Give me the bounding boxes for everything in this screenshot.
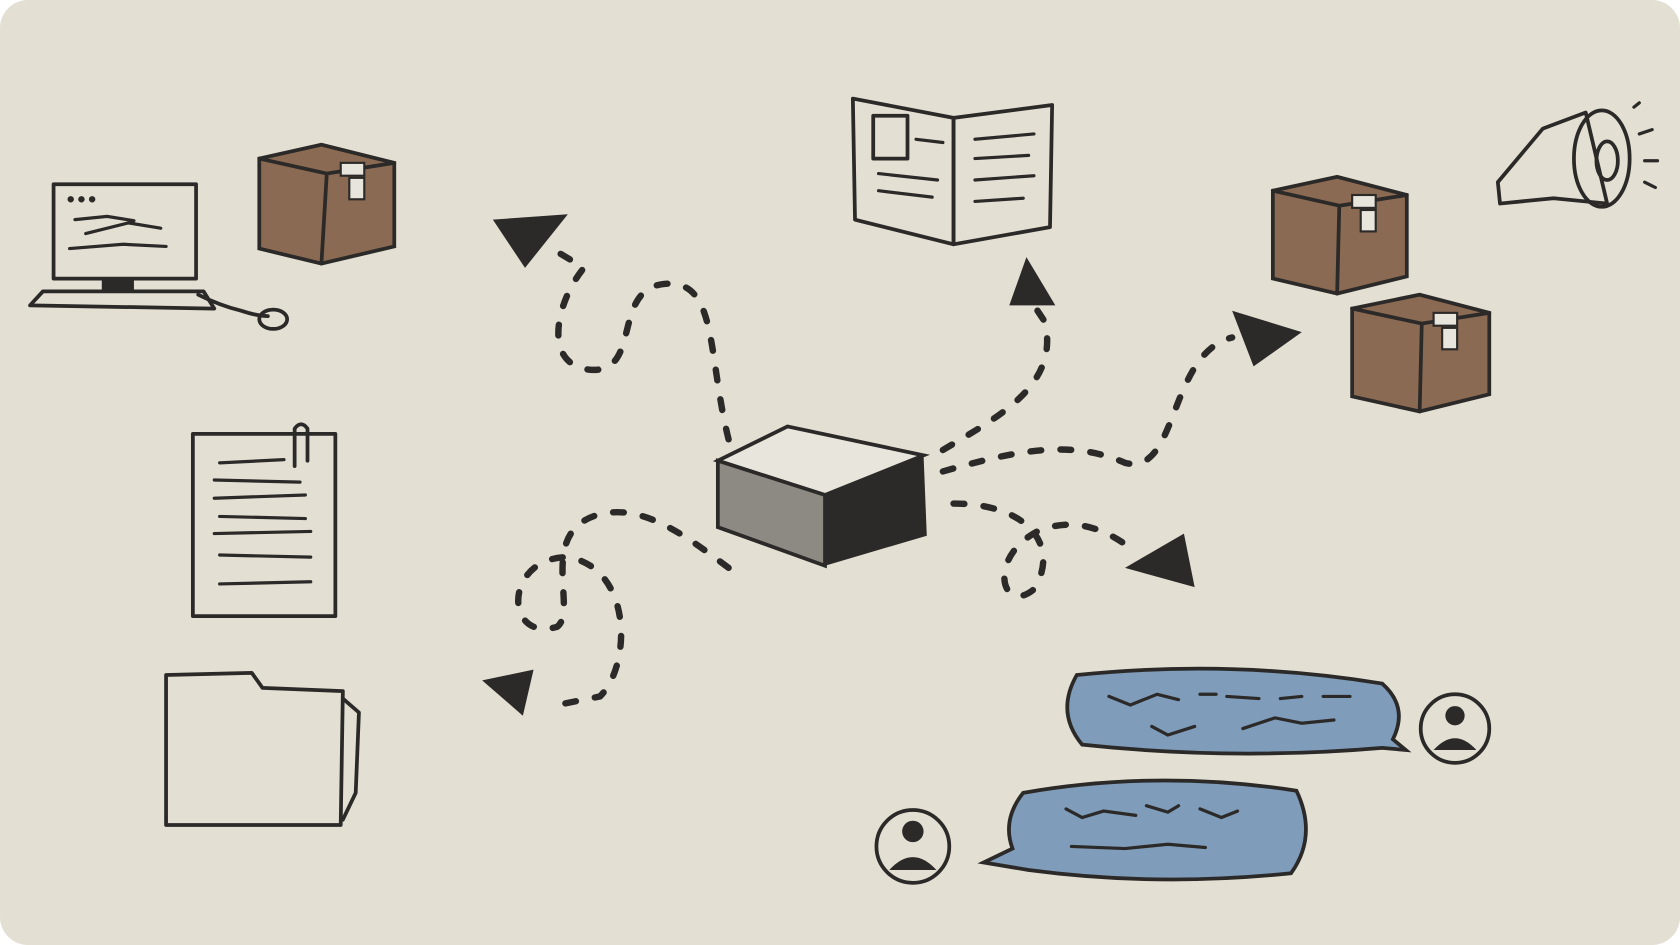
chat-bubble-icon [1065,666,1412,756]
avatar-icon [874,808,952,885]
megaphone-icon [1495,101,1660,209]
computer-icon [28,182,290,331]
arrow-icon [950,500,1195,600]
document-icon [190,422,338,618]
package-icon [1350,292,1492,414]
arrow-icon [482,509,732,716]
book-icon [850,96,1055,247]
package-icon [1270,174,1409,296]
chat-bubble-icon [977,778,1308,882]
hub-box-icon [712,424,930,569]
arrow-icon [492,214,732,443]
package-icon [257,142,397,266]
avatar-icon [1418,692,1492,765]
folder-icon [164,670,361,827]
arrow-icon [939,310,1302,475]
arrow-icon [939,257,1056,454]
